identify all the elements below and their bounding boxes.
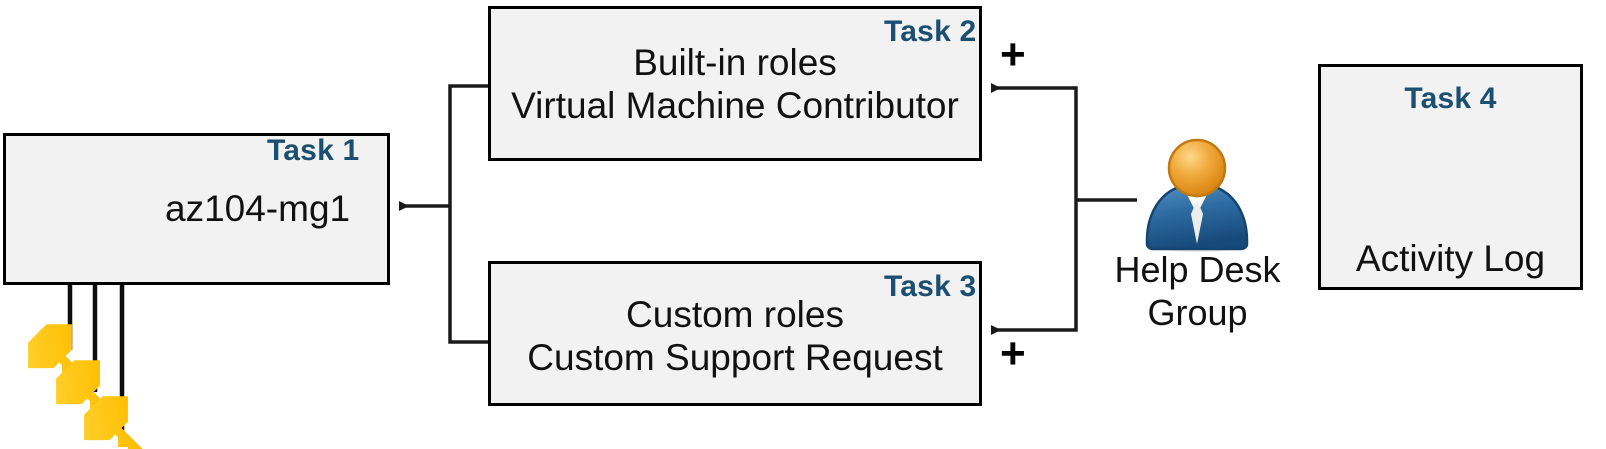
task-box-4[interactable] [1318, 64, 1583, 290]
task-1-label: Task 1 [267, 134, 360, 167]
plus-task3: + [1000, 329, 1026, 378]
task-box-3[interactable] [488, 261, 982, 406]
help-desk-caption-line1: Help Desk [1114, 249, 1281, 290]
plus-task2: + [1000, 30, 1026, 79]
task-box-2[interactable] [488, 6, 982, 161]
task-3-text-line2: Custom Support Request [527, 337, 943, 378]
task-3-label: Task 3 [884, 270, 977, 303]
task-3-text-line1: Custom roles [626, 294, 844, 335]
help-desk-caption-line2: Group [1147, 292, 1248, 333]
key-icon [28, 324, 149, 449]
task-2-text-line2: Virtual Machine Contributor [511, 85, 959, 126]
task-4-label: Task 4 [1404, 82, 1497, 115]
task-2-text-line1: Built-in roles [633, 42, 837, 83]
user-group-icon [1145, 138, 1249, 252]
connector-left-bus [399, 84, 488, 344]
task-2-label: Task 2 [884, 15, 977, 48]
task-1-text: az104-mg1 [165, 188, 351, 229]
task-4-text: Activity Log [1355, 238, 1546, 279]
task-box-1[interactable] [3, 133, 390, 285]
